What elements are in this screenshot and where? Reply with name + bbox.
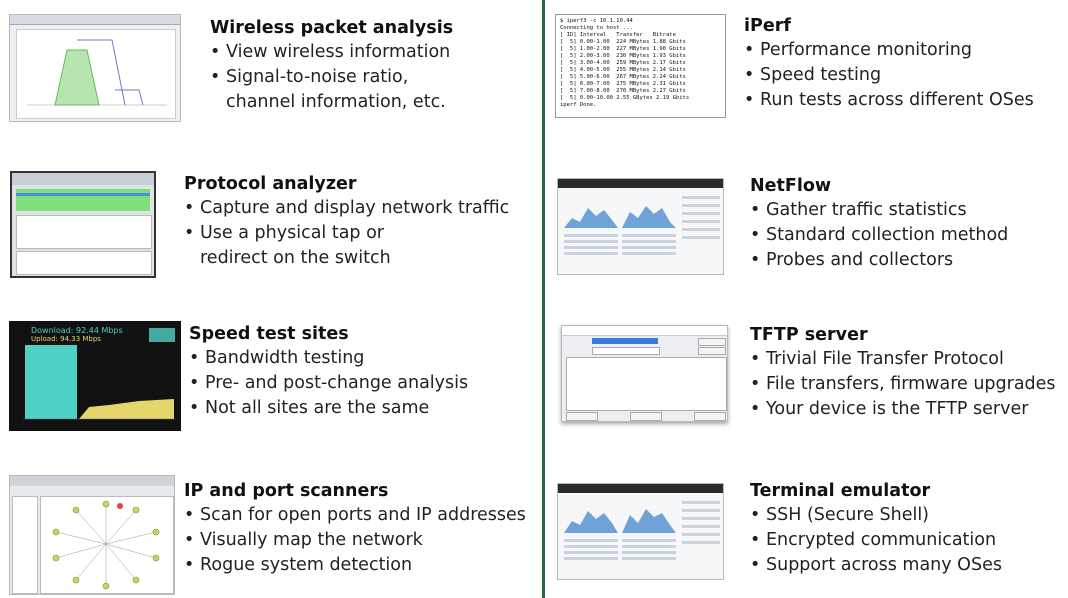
bullet: Capture and display network traffic — [184, 196, 509, 221]
iperf-section: iPerf Performance monitoring Speed testi… — [744, 14, 1034, 113]
tftp-server-screenshot — [561, 325, 728, 422]
section-title: IP and port scanners — [184, 481, 389, 501]
bullet: Gather traffic statistics — [750, 198, 1008, 223]
upload-readout: Upload: 94.33 Mbps — [31, 335, 101, 343]
column-divider — [542, 0, 545, 598]
ip-scanner-screenshot — [9, 475, 175, 595]
bullet: Rogue system detection — [184, 553, 526, 578]
bullet: File transfers, firmware upgrades — [750, 372, 1056, 397]
bullet: Visually map the network — [184, 528, 526, 553]
bullet: Support across many OSes — [750, 553, 1002, 578]
bullet: Your device is the TFTP server — [750, 397, 1056, 422]
bullet: Signal-to-noise ratio, — [210, 65, 453, 90]
bullet: View wireless information — [210, 40, 453, 65]
bullet: Use a physical tap or — [184, 221, 509, 246]
download-readout: Download: 92.44 Mbps — [31, 326, 123, 335]
section-title: iPerf — [744, 16, 791, 36]
wireless-section: Wireless packet analysis View wireless i… — [210, 16, 453, 115]
section-title: Terminal emulator — [750, 481, 931, 501]
bullet: Run tests across different OSes — [744, 88, 1034, 113]
netflow-section: NetFlow Gather traffic statistics Standa… — [750, 174, 1008, 273]
terminal-emulator-graphs — [564, 501, 720, 560]
bullet: Pre- and post-change analysis — [189, 371, 468, 396]
speed-test-section: Speed test sites Bandwidth testing Pre- … — [189, 322, 468, 421]
bullet: Bandwidth testing — [189, 346, 468, 371]
iperf-terminal-screenshot: $ iperf3 -c 10.1.10.44 Connecting to hos… — [555, 14, 726, 118]
bullet: Encrypted communication — [750, 528, 1002, 553]
protocol-analyzer-screenshot — [10, 171, 156, 278]
bullet: Speed testing — [744, 63, 1034, 88]
bullet: Not all sites are the same — [189, 396, 468, 421]
bullet: Probes and collectors — [750, 248, 1008, 273]
section-title: TFTP server — [750, 325, 868, 345]
speed-graph — [23, 345, 175, 420]
bullet: Trivial File Transfer Protocol — [750, 347, 1056, 372]
bullet: Performance monitoring — [744, 38, 1034, 63]
bullet-continuation: channel information, etc. — [226, 92, 446, 112]
network-map — [52, 500, 160, 590]
bullet-continuation: redirect on the switch — [200, 248, 391, 268]
terminal-emulator-screenshot — [557, 483, 724, 580]
protocol-section: Protocol analyzer Capture and display ne… — [184, 172, 509, 271]
bullet: Scan for open ports and IP addresses — [184, 503, 526, 528]
bullet: Standard collection method — [750, 223, 1008, 248]
section-title: Speed test sites — [189, 324, 349, 344]
section-title: Wireless packet analysis — [210, 18, 454, 38]
ip-scanner-section: IP and port scanners Scan for open ports… — [184, 479, 526, 578]
tftp-section: TFTP server Trivial File Transfer Protoc… — [750, 323, 1056, 422]
wireless-spectrum-graph — [27, 39, 167, 106]
wireless-analyzer-screenshot — [9, 14, 181, 122]
netflow-dashboard-screenshot — [557, 178, 724, 275]
terminal-section: Terminal emulator SSH (Secure Shell) Enc… — [750, 479, 1002, 578]
speed-test-screenshot: Download: 92.44 Mbps Upload: 94.33 Mbps — [9, 321, 181, 431]
section-title: Protocol analyzer — [184, 174, 357, 194]
section-title: NetFlow — [750, 176, 832, 196]
bullet: SSH (Secure Shell) — [750, 503, 1002, 528]
netflow-graphs — [564, 196, 720, 255]
